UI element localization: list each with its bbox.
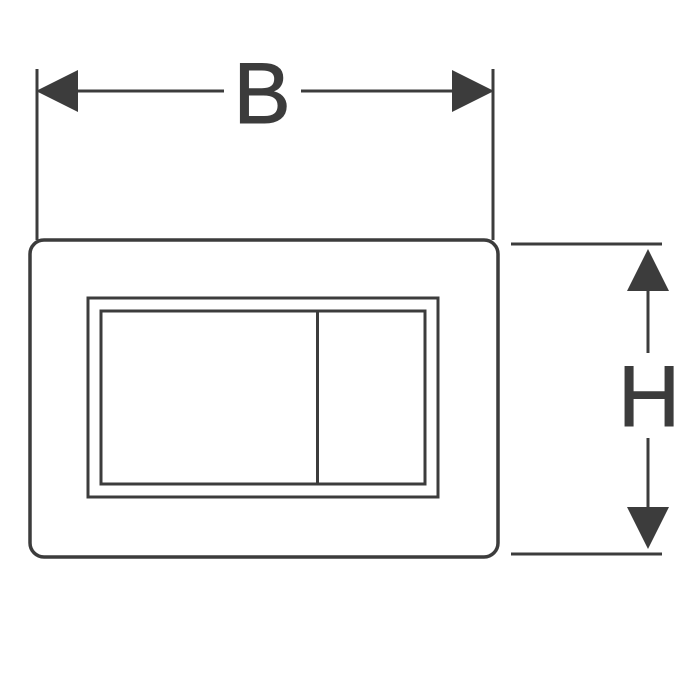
width-arrowhead-left xyxy=(36,70,78,112)
height-arrowhead-top xyxy=(627,249,669,291)
width-arrowhead-right xyxy=(452,70,494,112)
width-dimension-label: B xyxy=(233,46,290,142)
height-dimension-label: H xyxy=(618,349,680,445)
flush-plate-group xyxy=(28,238,500,559)
width-dimension-group: B xyxy=(35,46,495,240)
height-arrowhead-bottom xyxy=(627,507,669,549)
height-dimension-group: H xyxy=(511,242,681,556)
button-frame-inner xyxy=(99,309,427,486)
